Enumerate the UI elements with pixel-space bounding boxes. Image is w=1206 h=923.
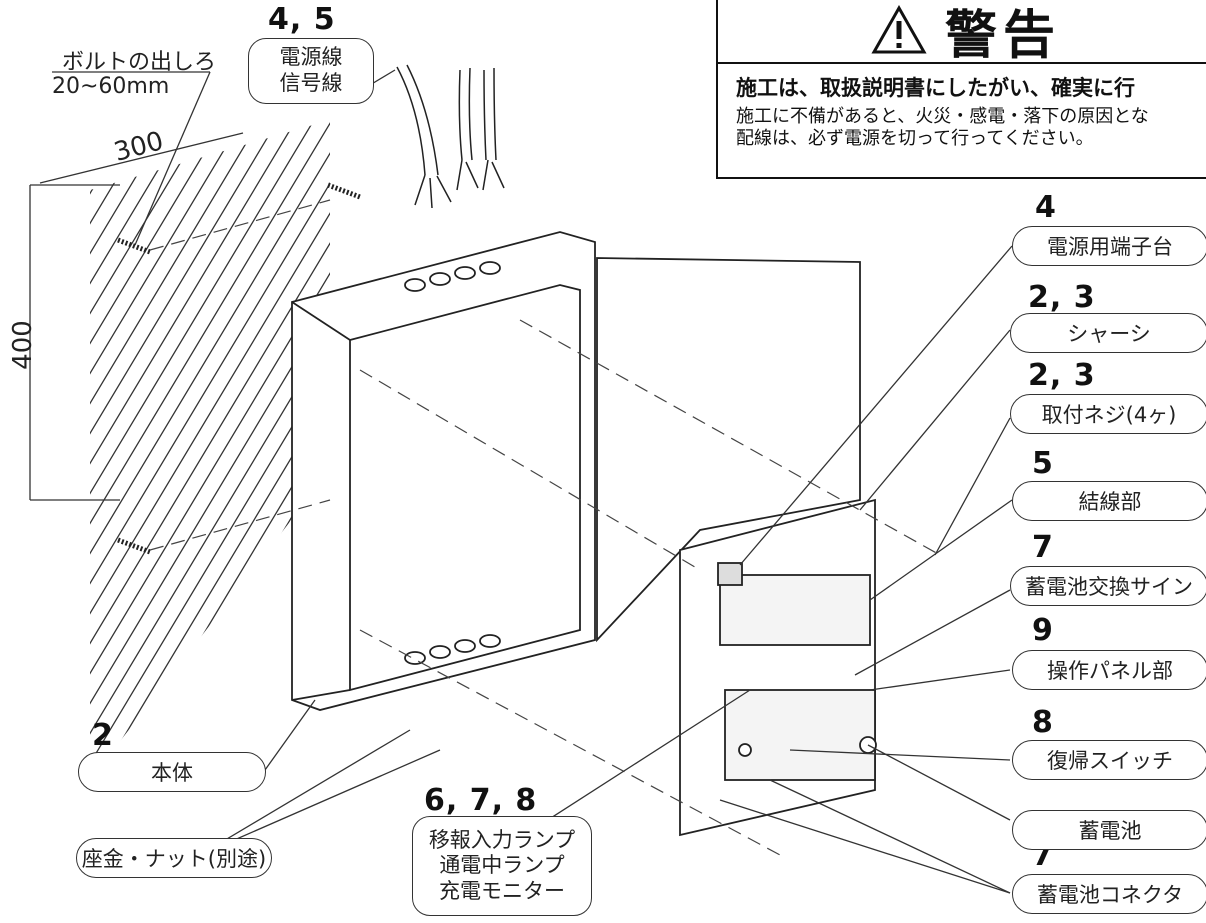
label-body: 本体	[78, 752, 266, 792]
part-number-lamps: 6, 7, 8	[424, 783, 538, 818]
hatch-line	[90, 120, 330, 780]
dimension-lines	[29, 71, 244, 501]
height-dimension: 400	[7, 320, 38, 370]
warning-line-1: 施工に不備があると、火災・感電・落下の原因とな	[736, 106, 1149, 127]
hatch-line	[90, 120, 93, 780]
hatch-line	[90, 120, 129, 780]
label-chassis: シャーシ	[1010, 313, 1206, 353]
leader-lines	[199, 69, 1013, 894]
label-text-battery-connector: 蓄電池コネクタ	[1036, 883, 1184, 907]
part-number-power-signal: 4, 5	[268, 2, 336, 37]
hatch-line	[0, 100, 20, 800]
cabinet-door	[596, 257, 861, 643]
hatch-line	[0, 100, 56, 800]
hatch-line	[90, 120, 330, 780]
label-lamps: 移報入力ランプ 通電中ランプ 充電モニター	[412, 816, 592, 916]
hatch-line	[90, 120, 330, 780]
part-number-wiring-section: 5	[1032, 446, 1054, 481]
part-number-mounting-screw: 2, 3	[1028, 358, 1096, 393]
label-text-washer-nut: 座金・ナット(別途)	[81, 847, 267, 871]
hatch-line	[90, 120, 147, 780]
assembly-lines	[149, 199, 941, 856]
hatch-line	[90, 120, 309, 780]
part-number-body: 2	[92, 718, 114, 753]
hatch-line	[90, 120, 237, 780]
label-power-signal-line: 電源線 信号線	[248, 38, 374, 104]
warning-box: 警告 施工は、取扱説明書にしたがい、確実に行 施工に不備があると、火災・感電・落…	[716, 0, 1206, 179]
label-text-signal-line: 信号線	[279, 71, 343, 95]
part-number-operation-panel: 9	[1032, 613, 1054, 648]
bolt-value: 20~60mm	[52, 74, 170, 99]
label-text-wiring-section: 結線部	[1078, 490, 1142, 514]
hatch-line	[90, 120, 291, 780]
warning-line-2: 配線は、必ず電源を切って行ってください。	[736, 128, 1094, 149]
hatch-line	[90, 120, 255, 780]
warning-main-text: 施工は、取扱説明書にしたがい、確実に行	[736, 76, 1135, 100]
part-number-chassis: 2, 3	[1028, 280, 1096, 315]
label-text-transfer-input-lamp: 移報入力ランプ	[428, 827, 576, 852]
hatch-line	[90, 120, 330, 780]
hatch-line	[90, 120, 330, 780]
hatch-line	[90, 120, 273, 780]
label-battery-connector: 蓄電池コネクタ	[1012, 874, 1206, 914]
label-text-battery-sign: 蓄電池交換サイン	[1025, 575, 1193, 599]
label-text-reset-switch: 復帰スイッチ	[1047, 749, 1173, 773]
hatch-line	[90, 120, 165, 780]
label-operation-panel: 操作パネル部	[1012, 650, 1206, 690]
hatch-line	[0, 100, 74, 800]
bolt-label: ボルトの出しろ	[62, 50, 217, 75]
hatch-line	[90, 120, 201, 780]
label-text-chassis: シャーシ	[1067, 322, 1151, 346]
label-mounting-screw: 取付ネジ(4ヶ)	[1010, 394, 1206, 434]
label-battery-sign: 蓄電池交換サイン	[1010, 566, 1206, 606]
part-number-battery-sign: 7	[1032, 530, 1054, 565]
label-text-charge-monitor: 充電モニター	[439, 878, 565, 903]
label-text-operation-panel: 操作パネル部	[1047, 659, 1173, 683]
label-battery: 蓄電池	[1012, 810, 1206, 850]
label-text-power-line: 電源線	[279, 45, 343, 70]
part-number-power-terminal: 4	[1035, 190, 1057, 225]
hatch-line	[90, 120, 111, 780]
hatch-line	[90, 120, 330, 780]
label-wiring-section: 結線部	[1012, 481, 1206, 521]
chassis-plate	[679, 498, 877, 837]
part-number-reset-switch: 8	[1032, 705, 1054, 740]
hatch-line	[90, 120, 219, 780]
hatch-line	[90, 120, 183, 780]
warning-triangle-icon	[871, 5, 927, 54]
warning-title: 警告	[718, 0, 1206, 66]
label-text-power-on-lamp: 通電中ランプ	[439, 853, 565, 878]
hatch-line	[0, 100, 38, 800]
wall-bolts	[117, 182, 361, 555]
label-text-power-terminal: 電源用端子台	[1047, 235, 1173, 259]
label-text-mounting-screw: 取付ネジ(4ヶ)	[1041, 403, 1177, 427]
label-reset-switch: 復帰スイッチ	[1012, 740, 1206, 780]
hatch-line	[90, 120, 327, 780]
warning-title-text: 警告	[944, 5, 1061, 66]
label-power-terminal: 電源用端子台	[1012, 226, 1206, 266]
label-text-battery: 蓄電池	[1078, 819, 1142, 843]
hatch-line	[90, 120, 330, 780]
label-washer-nut: 座金・ナット(別途)	[76, 838, 272, 878]
cables	[396, 64, 505, 209]
hatch-line	[90, 120, 330, 780]
cabinet-body	[291, 231, 596, 711]
hatch-line	[90, 120, 330, 780]
label-text-body: 本体	[151, 761, 193, 785]
